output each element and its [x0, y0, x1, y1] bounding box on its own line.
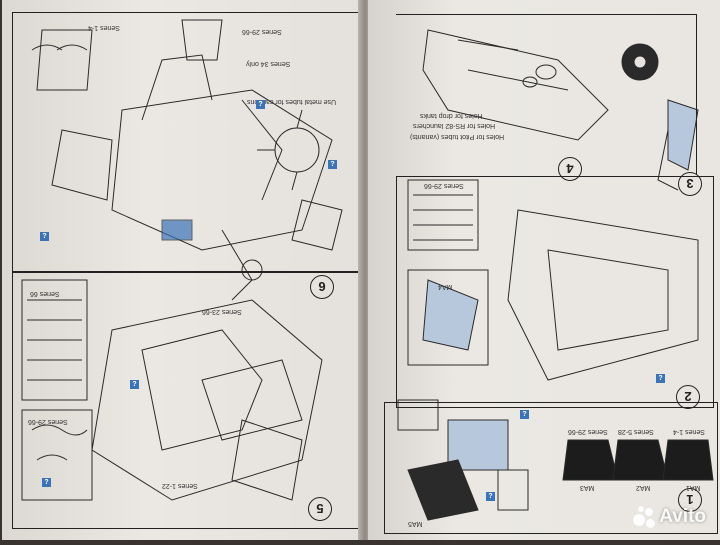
- color-callout-icon: ?: [328, 160, 337, 169]
- rs82-note: Holes for RS-82 launchers: [413, 122, 496, 129]
- step-3-number: 3: [678, 172, 702, 196]
- part-code: MA1: [686, 484, 701, 491]
- series-label: Series 66: [30, 290, 60, 297]
- color-callout-icon: ?: [520, 410, 529, 419]
- step-1-panel: [384, 402, 718, 534]
- series-label: Series 23-66: [202, 308, 242, 315]
- right-page: 4 3 2 1 Holes for Pitot tubes (variants)…: [368, 0, 720, 540]
- left-page-drawings: [21, 19, 343, 501]
- left-page: 6 5 Use metal tubes for cannons Series 1…: [2, 0, 364, 540]
- color-callout-icon: ?: [40, 232, 49, 241]
- part-code: MA3: [580, 484, 595, 491]
- color-callout-icon: ?: [42, 478, 51, 487]
- series-label: Series 29-66: [568, 428, 608, 435]
- series-label: Series 1-4: [673, 428, 705, 435]
- color-callout-icon: ?: [486, 492, 495, 501]
- color-callout-icon: ?: [656, 374, 665, 383]
- series-label: Series 29-66: [242, 28, 282, 35]
- series-label: Series 5-28: [618, 428, 654, 435]
- series-label: Series 29-66: [28, 418, 68, 425]
- step-6-panel: [12, 12, 359, 272]
- avito-watermark: Avito: [633, 506, 706, 528]
- series-label: Series 1-4: [88, 24, 120, 31]
- series-label: Series 29-66: [424, 182, 464, 189]
- step-6-number: 6: [310, 275, 334, 299]
- part-code: MA5: [408, 520, 423, 527]
- part-code: MA4: [438, 283, 453, 290]
- step-4-number: 4: [558, 157, 582, 181]
- series-label: Series 1-22: [162, 482, 198, 489]
- step-5-number: 5: [308, 497, 332, 521]
- right-page-drawings: [397, 29, 714, 521]
- pitot-note: Holes for Pitot tubes (variants): [410, 133, 505, 140]
- color-callout-icon: ?: [256, 100, 265, 109]
- step-2-number: 2: [676, 385, 700, 409]
- step-5-panel: [12, 272, 359, 529]
- drop-tanks-note: Holes for drop tanks: [420, 112, 483, 119]
- step-2-panel: [396, 176, 714, 408]
- series-label: Series 34 only: [246, 60, 291, 67]
- color-callout-icon: ?: [130, 380, 139, 389]
- avito-logo-icon: [633, 506, 656, 528]
- watermark-text: Avito: [659, 506, 706, 527]
- part-code: MA2: [636, 484, 651, 491]
- step-4-panel: [396, 14, 697, 175]
